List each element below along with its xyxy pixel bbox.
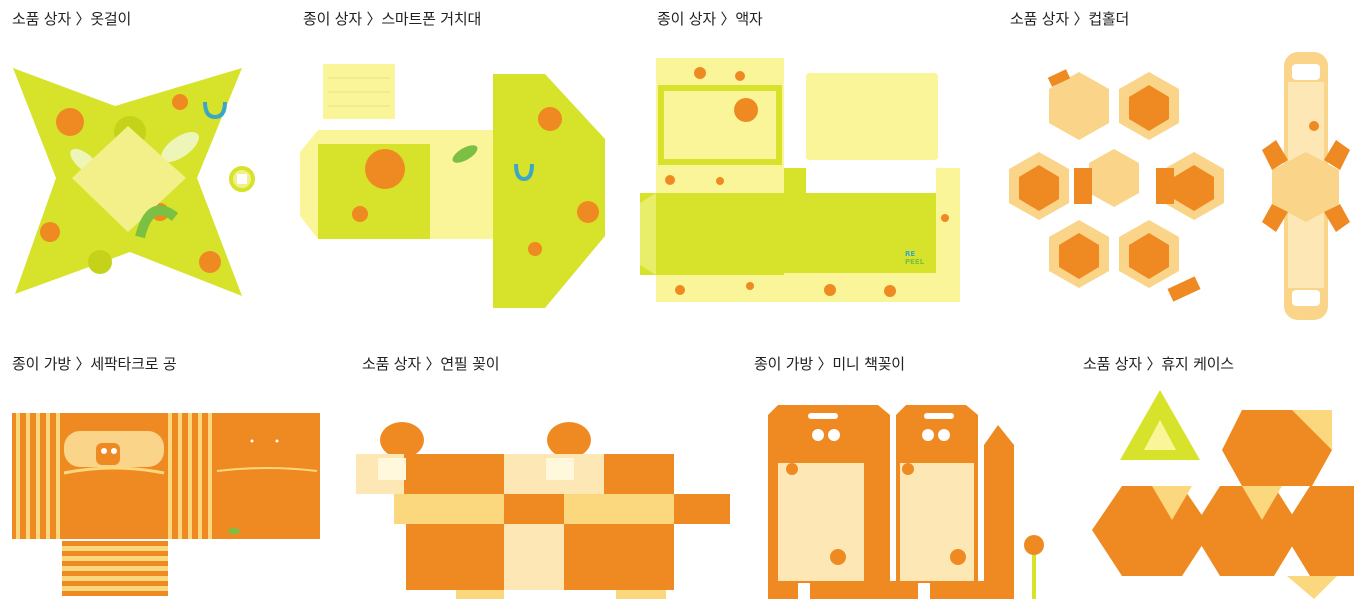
brand-mark-line2: PEEL (905, 258, 925, 266)
card-title[interactable]: 종이 가방 〉세팍타크로 공 (12, 355, 177, 373)
hanger-template-image[interactable] (10, 62, 275, 302)
card-title[interactable]: 소품 상자 〉연필 꽂이 (362, 355, 500, 373)
card-title[interactable]: 소품 상자 〉휴지 케이스 (1083, 355, 1234, 373)
card-title[interactable]: 소품 상자 〉옷걸이 (12, 10, 132, 28)
pencil-holder-template-image[interactable] (356, 418, 736, 599)
sepaktakraw-template-image[interactable] (12, 413, 322, 599)
phone-stand-template-image[interactable] (300, 64, 605, 308)
brand-mark-line1: RE (905, 250, 915, 258)
mini-bookshelf-template-image[interactable] (768, 405, 1058, 599)
card-title[interactable]: 종이 상자 〉스마트폰 거치대 (303, 10, 482, 28)
card-title[interactable]: 소품 상자 〉컵홀더 (1010, 10, 1130, 28)
tissue-case-template-image[interactable] (1092, 390, 1354, 599)
card-title[interactable]: 종이 상자 〉액자 (657, 10, 763, 28)
frame-template-image[interactable]: RE PEEL (640, 58, 962, 302)
card-title[interactable]: 종이 가방 〉미니 책꽂이 (754, 355, 905, 373)
cup-holder-template-image[interactable] (1004, 52, 1354, 320)
